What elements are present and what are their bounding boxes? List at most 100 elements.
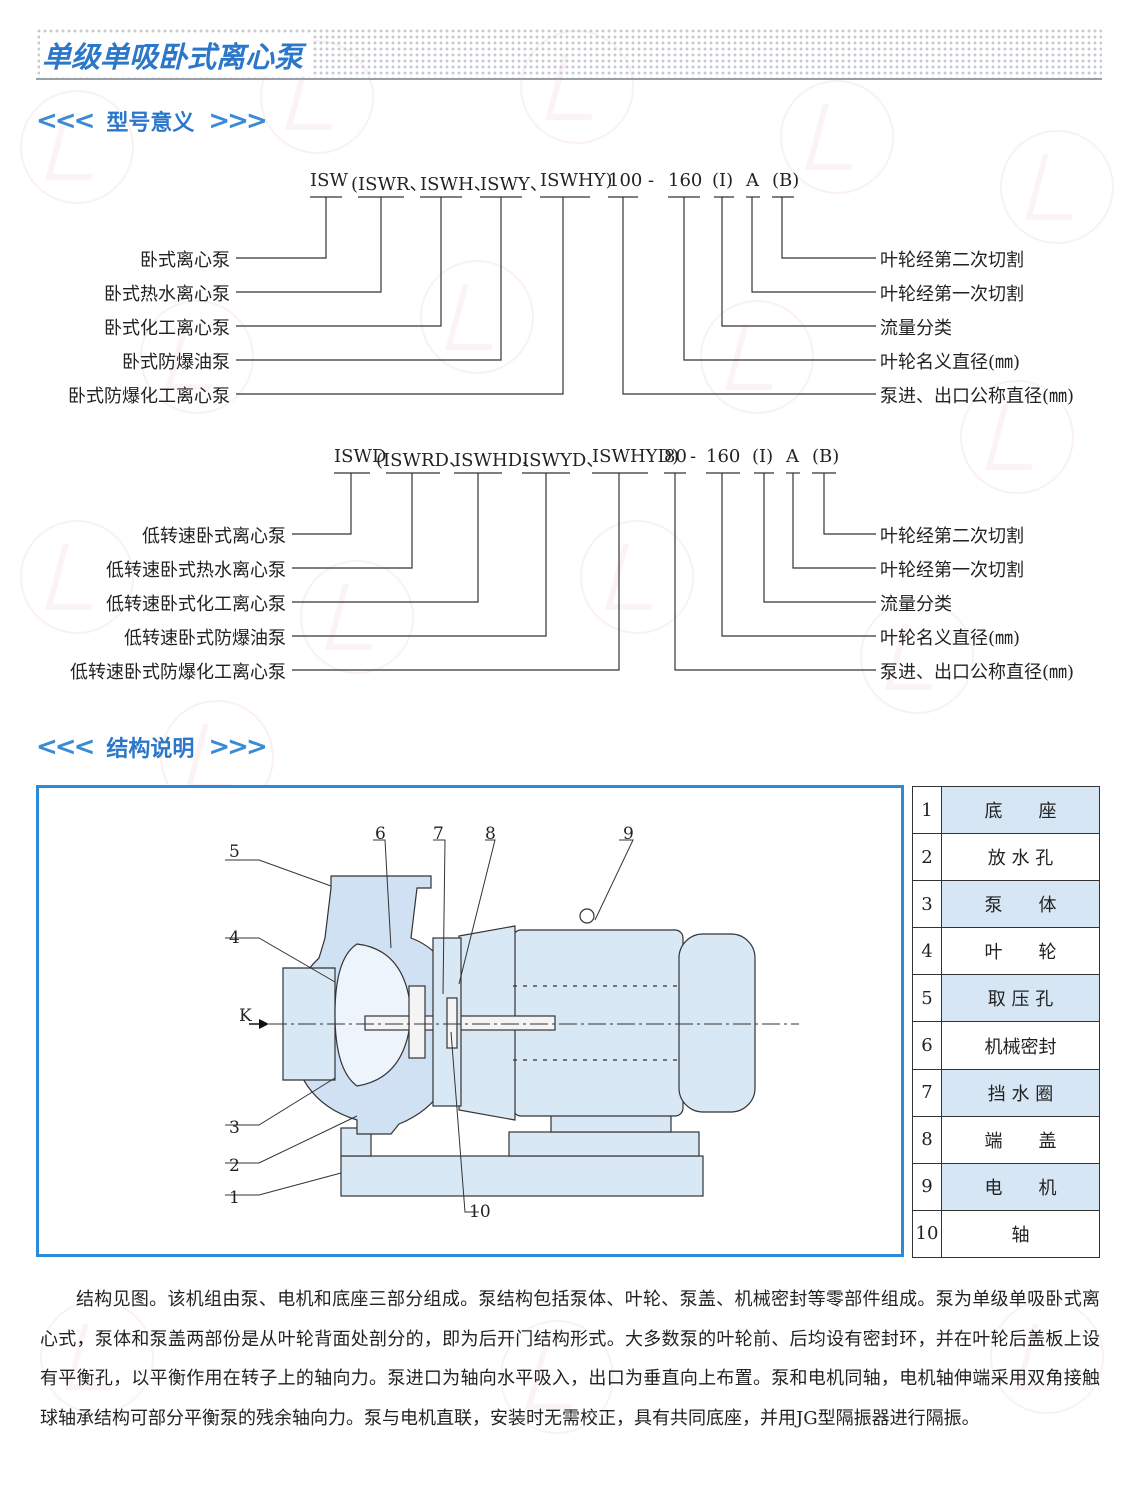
model-left-label: 低转速卧式离心泵 (142, 526, 286, 547)
part-number: 7 (912, 1068, 942, 1117)
code-segment: (I) (712, 170, 734, 191)
callout-10: 10 (469, 1202, 491, 1222)
motor-foot (508, 1131, 700, 1157)
part-number: 4 (912, 927, 942, 976)
code-segment: (B) (772, 170, 800, 191)
part-number: 8 (912, 1115, 942, 1164)
part-number: 10 (912, 1209, 942, 1259)
part-number: 3 (912, 880, 942, 929)
watermark-logo (500, 1320, 614, 1434)
code-segment: 160 (706, 446, 741, 467)
structure-description: 结构见图。该机组由泵、电机和底座三部分组成。泵结构包括泵体、叶轮、泵盖、机械密封… (40, 1280, 1100, 1438)
code-segment: ISWHYD) (592, 446, 679, 467)
code-segment: ISWY、 (480, 174, 548, 195)
watermark-logo (40, 1300, 154, 1414)
watermark-logo (140, 300, 254, 414)
model-right-label: 叶轮经第二次切割 (880, 250, 1024, 271)
model-right-label: 叶轮名义直径(㎜) (880, 628, 1021, 649)
model-right-label: 泵进、出口公称直径(㎜) (880, 386, 1075, 407)
part-number: 5 (912, 974, 942, 1023)
callout-5: 5 (229, 842, 240, 862)
model-right-label: 泵进、出口公称直径(㎜) (880, 662, 1075, 683)
watermark-logo (20, 520, 134, 634)
callout-8: 8 (485, 824, 496, 844)
code-segment: - (648, 170, 655, 191)
part-number: 1 (912, 785, 942, 835)
callout-1: 1 (229, 1188, 240, 1208)
callout-7: 7 (433, 824, 444, 844)
code-segment: (I) (752, 446, 774, 467)
model-connector-lines (236, 196, 876, 671)
chevron-right-icon: >>> (208, 106, 267, 136)
code-segment: - (690, 446, 697, 467)
title-underline (36, 78, 1102, 80)
watermark-logo (780, 80, 894, 194)
chevron-right-icon: >>> (208, 732, 267, 762)
section-title: 型号意义 (106, 111, 195, 136)
code-segment: (B) (812, 446, 840, 467)
watermark-logo (300, 560, 414, 674)
code-segment: 100 (608, 170, 643, 191)
callout-6: 6 (375, 824, 386, 844)
model-left-label: 低转速卧式化工离心泵 (106, 594, 286, 615)
part-name: 取 压 孔 (941, 974, 1100, 1023)
code-segment: ISWYD、 (522, 450, 605, 471)
callout-4: 4 (229, 928, 240, 948)
code-segment: 160 (668, 170, 703, 191)
model-right-label: 叶轮经第二次切割 (880, 526, 1024, 547)
lifting-ring (579, 908, 595, 924)
code-segment: ISWHY) (540, 170, 613, 191)
part-name: 机械密封 (941, 1021, 1100, 1070)
model-right-label: 流量分类 (880, 318, 952, 339)
part-number: 9 (912, 1162, 942, 1211)
watermark-logo (990, 1300, 1104, 1414)
part-name: 电 机 (941, 1162, 1100, 1211)
code-segment: (ISWRD、 (376, 450, 467, 471)
part-name: 端 盖 (941, 1115, 1100, 1164)
page-title: 单级单吸卧式离心泵 (40, 34, 314, 76)
model-right-label: 叶轮名义直径(㎜) (880, 352, 1021, 373)
page-title-bar: 单级单吸卧式离心泵 (36, 28, 1102, 80)
section-header-model: <<< 型号意义 >>> (36, 104, 268, 138)
impeller (334, 943, 412, 1087)
inlet-k-label: K (239, 1006, 252, 1026)
part-name: 轴 (941, 1209, 1100, 1259)
description-text: 结构见图。该机组由泵、电机和底座三部分组成。泵结构包括泵体、叶轮、泵盖、机械密封… (40, 1289, 1100, 1429)
watermark-logo (1000, 130, 1114, 244)
watermark-logo (960, 380, 1074, 494)
part-name: 放 水 孔 (941, 833, 1100, 882)
section-title: 结构说明 (106, 737, 195, 762)
part-name: 叶 轮 (941, 927, 1100, 976)
watermark-logo (420, 260, 534, 374)
code-segment: ISWHD、 (454, 450, 541, 471)
callout-3: 3 (229, 1118, 240, 1138)
code-segment: A (786, 446, 799, 467)
model-left-label: 低转速卧式防爆化工离心泵 (70, 662, 286, 683)
code-segment: (ISWR、 (351, 174, 428, 195)
model-left-label: 卧式离心泵 (140, 250, 230, 271)
model-right-label: 流量分类 (880, 594, 952, 615)
watermark-logo (700, 300, 814, 414)
model-left-label: 卧式防爆化工离心泵 (68, 386, 230, 407)
part-name: 底 座 (941, 785, 1100, 835)
code-segment: 80 (664, 446, 687, 467)
model-left-label: 卧式热水离心泵 (104, 284, 230, 305)
part-name: 挡 水 圈 (941, 1068, 1100, 1117)
watermark-logo (580, 520, 694, 634)
watermark-logo (20, 90, 134, 204)
part-number: 6 (912, 1021, 942, 1070)
code-segment: ISW (310, 170, 348, 191)
code-segment: ISWH、 (420, 174, 492, 195)
model-right-label: 叶轮经第一次切割 (880, 560, 1024, 581)
model-left-label: 卧式化工离心泵 (104, 318, 230, 339)
section-header-structure: <<< 结构说明 >>> (36, 730, 268, 764)
part-name: 泵 体 (941, 880, 1100, 929)
